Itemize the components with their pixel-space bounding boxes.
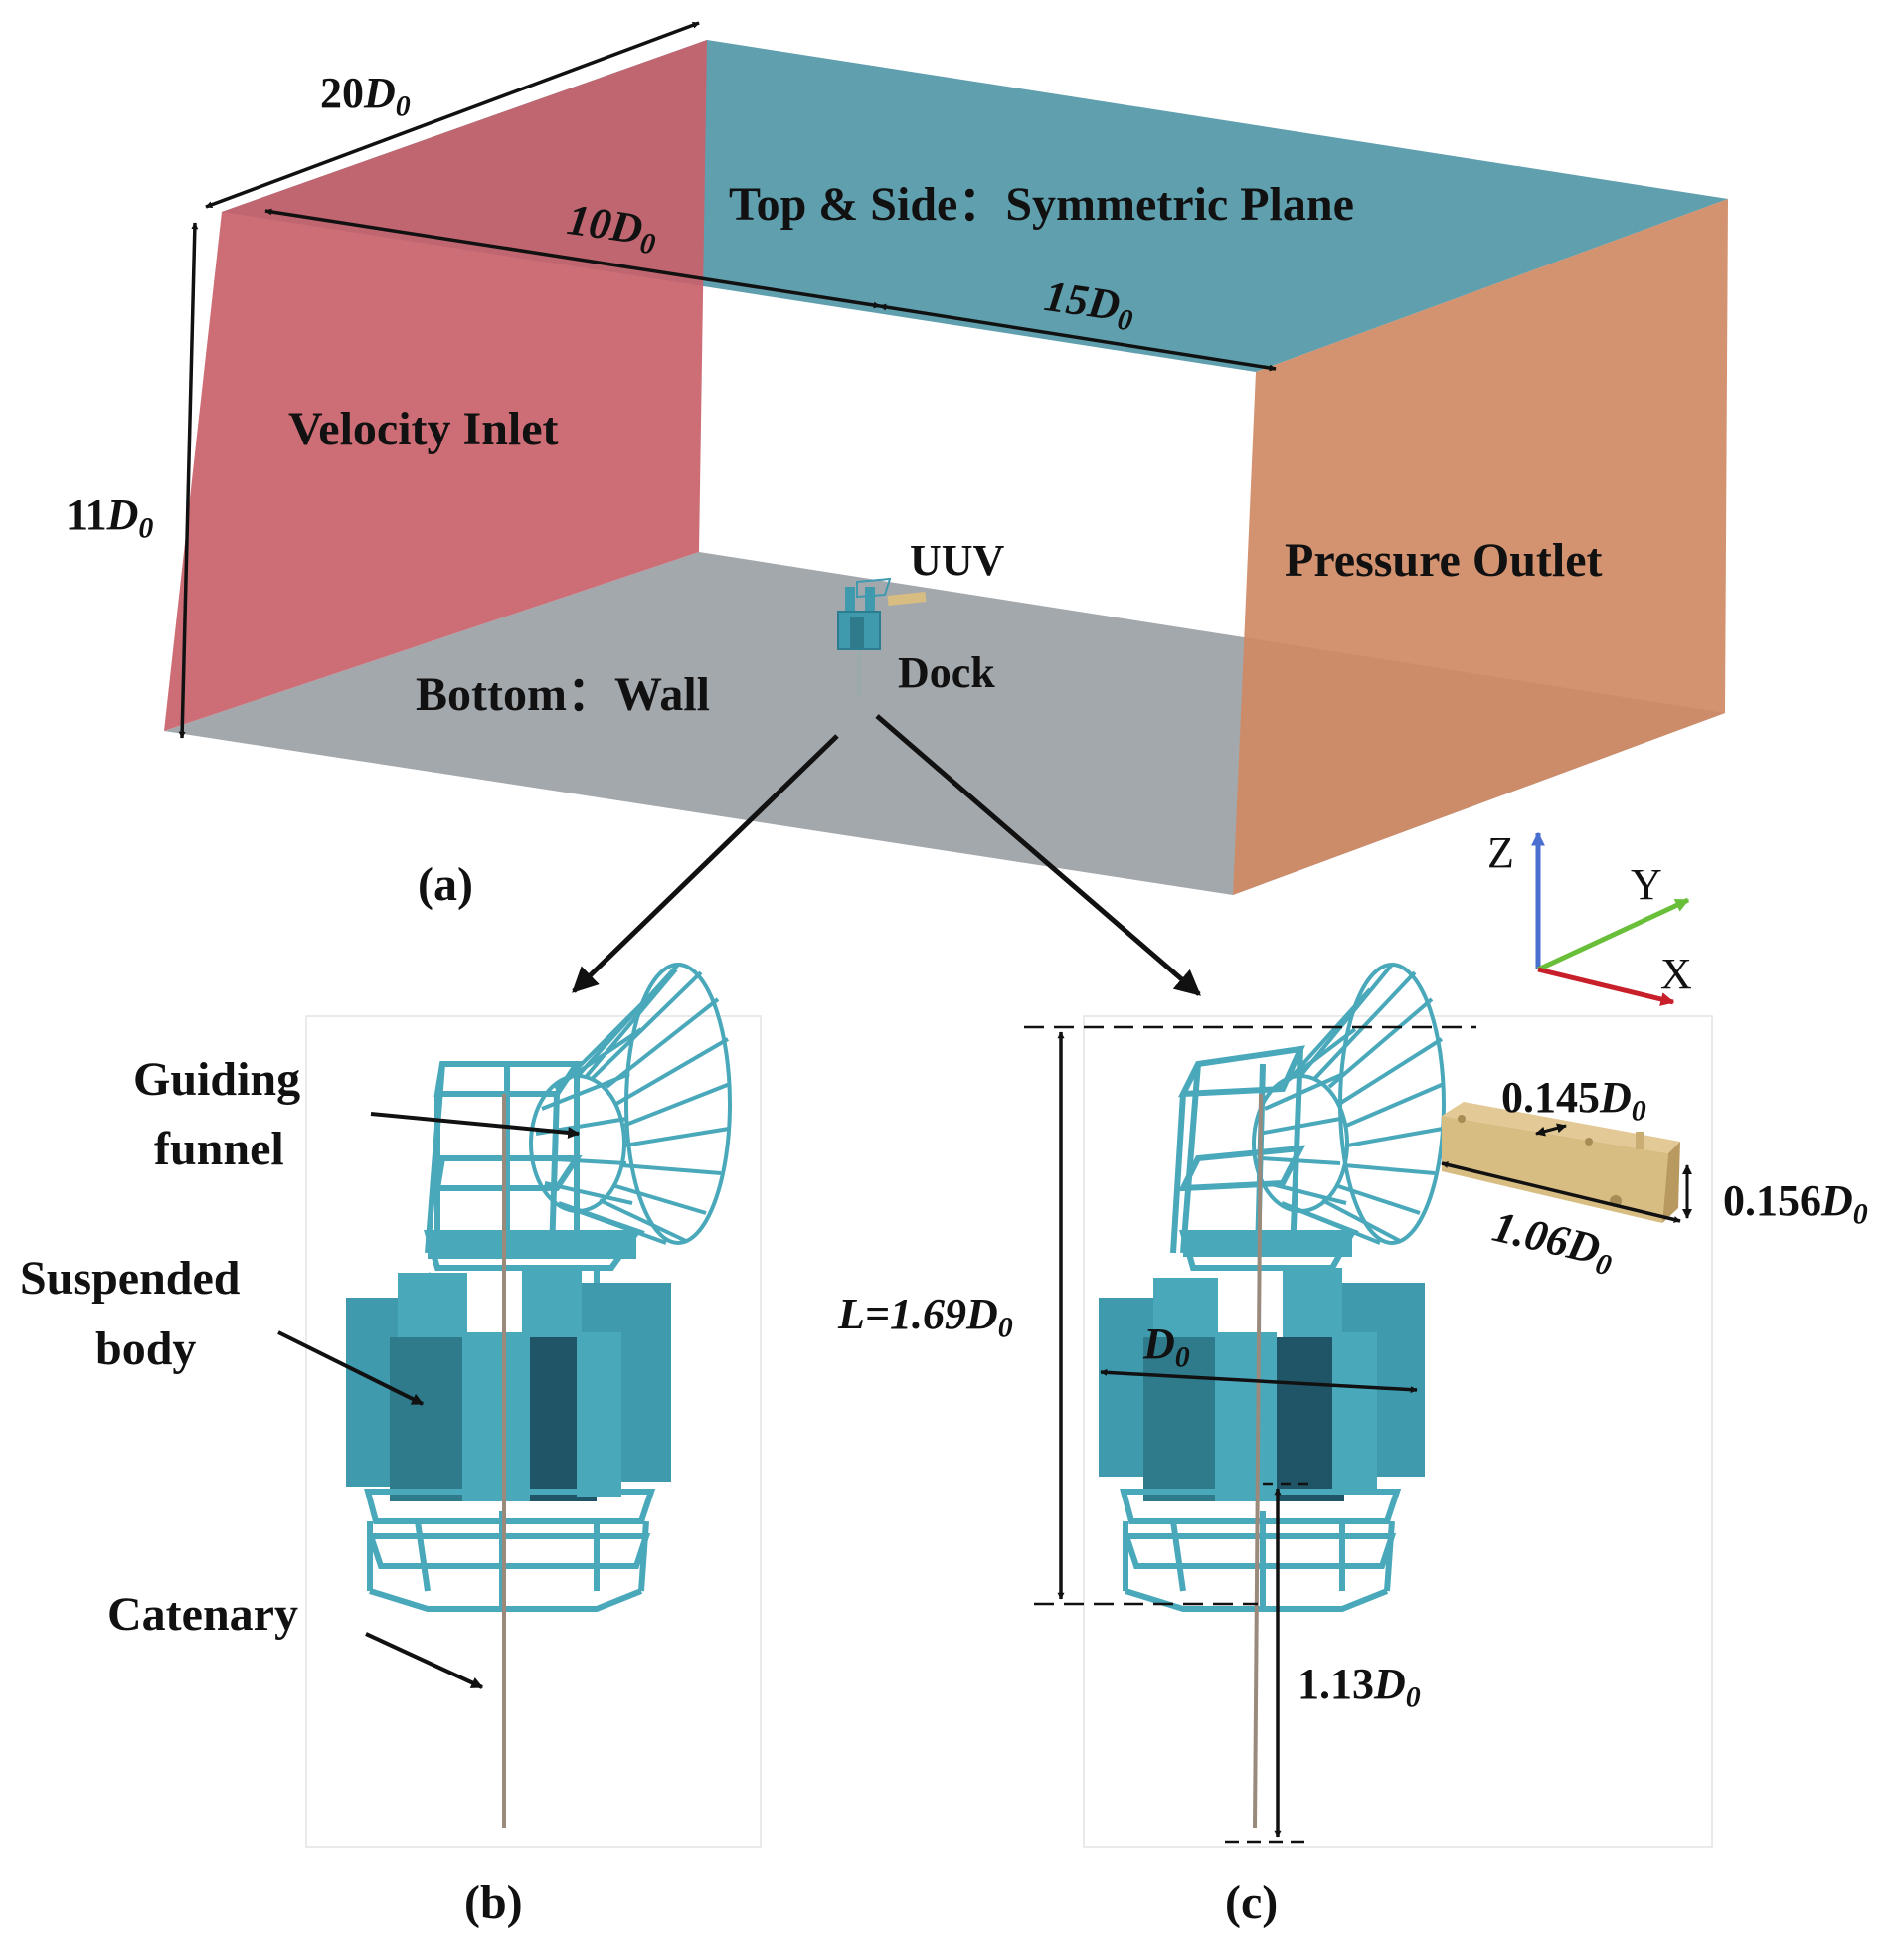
domain-dock-model xyxy=(837,577,892,696)
uuv-width-arrow xyxy=(1535,1123,1567,1137)
zoom-arrow-right xyxy=(875,714,1201,996)
x-axis-arrow xyxy=(1537,967,1675,1006)
guiding-label-line1: Guiding xyxy=(133,1053,301,1106)
dock-label: Dock xyxy=(898,648,995,697)
dock-model-b xyxy=(346,963,732,1828)
funnel-pointer xyxy=(370,1112,581,1139)
base-frame xyxy=(364,1489,656,1612)
z-axis-label: Z xyxy=(1487,828,1514,877)
catenary-label: Catenary xyxy=(107,1588,298,1641)
tower-platform xyxy=(428,1231,636,1259)
dock-panel-c xyxy=(1024,963,1713,1848)
catenary-length-label: 1.13D0 xyxy=(1298,1660,1421,1714)
uuv-length-arrow xyxy=(1441,1161,1681,1223)
body-label-line2: body xyxy=(95,1322,197,1375)
dock-panel-b xyxy=(277,963,762,1848)
velocity-inlet-label: Velocity Inlet xyxy=(288,403,559,455)
coordinate-axes xyxy=(1531,831,1690,1006)
bottom-wall-label: Bottom：Wall xyxy=(416,668,710,721)
uuv-width-label: 0.145D0 xyxy=(1501,1073,1646,1128)
body-pointer xyxy=(277,1330,425,1406)
uuv-height-label: 0.156D0 xyxy=(1723,1176,1868,1231)
funnel-label-line2: funnel xyxy=(154,1123,284,1175)
dock-length-label: L=1.69D0 xyxy=(838,1290,1013,1344)
catenary-pointer xyxy=(365,1632,484,1689)
top-side-label: Top & Side：Symmetric Plane xyxy=(729,178,1354,231)
dock-model-c xyxy=(1099,963,1446,1829)
panel-c-label: (c) xyxy=(1225,1876,1279,1929)
width-dimension-label: 20D0 xyxy=(320,69,411,123)
panel-b-label: (b) xyxy=(464,1876,523,1929)
height-dimension-label: 11D0 xyxy=(66,490,154,545)
guiding-funnel xyxy=(529,963,732,1245)
suspended-label-line1: Suspended xyxy=(20,1252,241,1305)
dock-diameter-arrow xyxy=(1100,1368,1418,1394)
upstream-dimension-arrow xyxy=(264,208,881,309)
width-dimension-arrow xyxy=(205,21,700,209)
y-axis-label: Y xyxy=(1631,860,1662,909)
downstream-dimension-arrow xyxy=(879,303,1277,372)
panel-a-label: (a) xyxy=(418,858,473,911)
domain-box xyxy=(164,40,1728,895)
y-axis-arrow xyxy=(1536,897,1690,972)
pressure-outlet-label: Pressure Outlet xyxy=(1285,534,1603,587)
pressure-outlet-face xyxy=(1233,199,1728,895)
suspended-body xyxy=(346,1268,671,1501)
height-dimension-arrow xyxy=(178,222,199,739)
dock-diameter-label: D0 xyxy=(1143,1320,1190,1374)
x-axis-label: X xyxy=(1660,950,1692,998)
zoom-arrow-left xyxy=(572,734,839,993)
domain-uuv-model xyxy=(887,592,927,606)
uuv-label: UUV xyxy=(910,536,1005,585)
